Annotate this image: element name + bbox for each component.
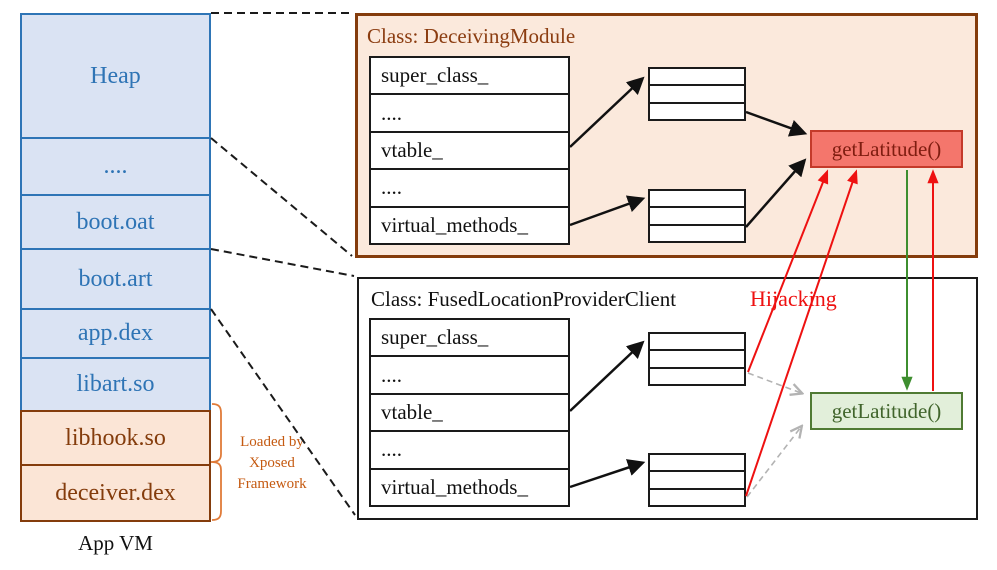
array-entry-row bbox=[650, 455, 744, 473]
vm-segment-libart-so: libart.so bbox=[20, 357, 211, 412]
field-row-vtable: vtable_ bbox=[371, 395, 568, 433]
array-entry-row bbox=[650, 208, 744, 226]
field-row-ellipsis-2: .... bbox=[371, 170, 568, 208]
real-getlatitude-box: getLatitude() bbox=[810, 392, 963, 430]
vm-segment-ellipsis: .... bbox=[20, 137, 211, 196]
array-entry-row bbox=[650, 334, 744, 352]
vtable-array-box-fused bbox=[648, 332, 746, 386]
vm-segment-label: .... bbox=[103, 153, 128, 179]
field-row-super-class: super_class_ bbox=[371, 58, 568, 96]
field-row-virtual-methods: virtual_methods_ bbox=[381, 474, 528, 499]
fake-getlatitude-box: getLatitude() bbox=[810, 130, 963, 168]
fused-class-table: super_class_ .... vtable_ .... virtual_m… bbox=[369, 318, 570, 507]
deceiving-module-title: Class: DeceivingModule bbox=[367, 24, 576, 48]
vtable-array-box-deceiving bbox=[648, 67, 746, 121]
field-row-ellipsis-1: .... bbox=[371, 95, 568, 133]
methods-array-box-deceiving bbox=[648, 189, 746, 243]
field-row-ellipsis-2: .... bbox=[371, 432, 568, 470]
vm-segment-deceiver-dex: deceiver.dex bbox=[20, 464, 211, 522]
vm-segment-boot-art: boot.art bbox=[20, 248, 211, 310]
connector-bootart-top bbox=[210, 248, 355, 277]
vm-segment-boot-oat: boot.oat bbox=[20, 194, 211, 250]
array-entry-row bbox=[650, 69, 744, 87]
field-row-super-class: super_class_ bbox=[371, 320, 568, 358]
connector-heap-bottom bbox=[210, 137, 353, 257]
field-row-vtable: vtable_ bbox=[371, 133, 568, 171]
bracket-label-line-2: Xposed bbox=[249, 455, 295, 471]
methods-array-box-fused bbox=[648, 453, 746, 507]
array-entry-row bbox=[650, 191, 744, 209]
app-vm-caption: App VM bbox=[78, 531, 153, 555]
array-entry-row bbox=[650, 86, 744, 104]
xposed-bracket-label: Loaded by Xposed Framework bbox=[224, 432, 320, 495]
xposed-bracket bbox=[210, 403, 222, 521]
vm-segment-app-dex: app.dex bbox=[20, 308, 211, 359]
vm-segment-label: libhook.so bbox=[65, 424, 166, 451]
vm-segment-label: boot.art bbox=[78, 265, 153, 292]
array-entry-row bbox=[650, 226, 744, 241]
vm-segment-label: deceiver.dex bbox=[55, 479, 176, 506]
array-entry-row bbox=[650, 472, 744, 490]
vm-segment-libhook-so: libhook.so bbox=[20, 410, 211, 466]
fused-class-title: Class: FusedLocationProviderClient bbox=[371, 287, 677, 311]
field-row-virtual-methods: virtual_methods_ bbox=[381, 212, 528, 237]
array-entry-row bbox=[650, 351, 744, 369]
deceiving-class-table: super_class_ .... vtable_ .... virtual_m… bbox=[369, 56, 570, 245]
vm-segment-label: Heap bbox=[90, 62, 141, 89]
field-row-ellipsis-1: .... bbox=[371, 357, 568, 395]
hijacking-label: Hijacking bbox=[750, 286, 837, 311]
bracket-label-line-1: Loaded by bbox=[240, 434, 304, 450]
array-entry-row bbox=[650, 490, 744, 505]
vm-segment-label: libart.so bbox=[76, 371, 155, 397]
array-entry-row bbox=[650, 104, 744, 119]
array-entry-row bbox=[650, 369, 744, 384]
vm-segment-label: app.dex bbox=[77, 320, 154, 346]
vm-segment-label: boot.oat bbox=[76, 208, 155, 235]
bracket-label-line-3: Framework bbox=[237, 476, 307, 492]
vm-segment-heap: Heap bbox=[20, 13, 211, 139]
